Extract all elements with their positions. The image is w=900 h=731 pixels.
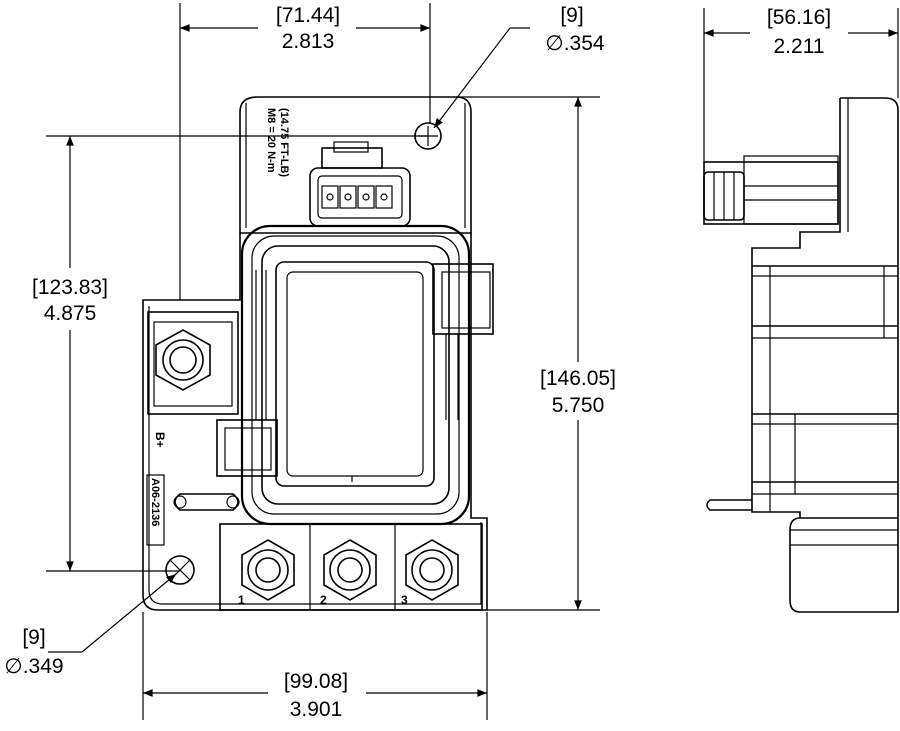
bus-link (173, 493, 240, 511)
dim-left-height: [123.83] 4.875 (32, 135, 428, 572)
dim-top-hole-mm: [9] (560, 4, 583, 27)
svg-text:(14.75 FT-LB): (14.75 FT-LB) (278, 108, 290, 177)
side-view (703, 97, 899, 613)
terminal-block: 1 2 3 (219, 523, 483, 611)
dim-side-depth-in: 2.211 (774, 35, 825, 58)
side-bus-link (706, 499, 752, 511)
dim-side-depth-mm: [56.16] (767, 6, 831, 29)
dim-bottom-hole-in: ∅.349 (4, 655, 63, 678)
dim-left-height-mm: [123.83] (32, 276, 108, 299)
bottom-mounting-hole (165, 555, 195, 585)
dim-top-width-in: 2.813 (282, 30, 335, 53)
terminal-2-label: 2 (320, 593, 327, 607)
left-latch (216, 270, 278, 477)
terminal-3-nut (405, 539, 459, 601)
dim-top-width-mm: [71.44] (276, 4, 340, 27)
dim-right-height-in: 5.750 (552, 394, 605, 417)
terminal-1-nut (241, 539, 295, 601)
part-number-label: A06-2136 (149, 478, 161, 526)
terminal-1-label: 1 (238, 593, 245, 607)
connector-plug (309, 141, 411, 227)
dim-top-hole-in: ∅.354 (545, 32, 604, 55)
svg-text:M8 = 20 N-m: M8 = 20 N-m (265, 108, 277, 173)
dim-right-height: [146.05] 5.750 (456, 96, 616, 611)
dim-bottom-width: [99.08] 3.901 (142, 612, 488, 721)
terminal-3-label: 3 (401, 593, 408, 607)
dim-bottom-hole: [9] ∅.349 (4, 573, 177, 678)
b-plus-stud (147, 311, 239, 415)
dim-bottom-hole-mm: [9] (22, 626, 45, 649)
dim-left-height-in: 4.875 (44, 302, 97, 325)
side-body-outline (789, 97, 899, 613)
b-plus-label: B+ (153, 432, 167, 448)
front-view: M8 = 20 N-m (14.75 FT-LB) (142, 96, 494, 611)
front-base-outline (142, 233, 488, 611)
dim-bottom-width-in: 3.901 (290, 698, 343, 721)
dim-side-depth: [56.16] 2.211 (703, 6, 899, 162)
dim-right-height-mm: [146.05] (540, 367, 616, 390)
dim-top-width: [71.44] 2.813 (179, 3, 431, 300)
torque-label: M8 = 20 N-m (14.75 FT-LB) (265, 108, 290, 177)
side-connector (703, 155, 839, 225)
fuse-cover (240, 224, 471, 526)
dim-bottom-width-mm: [99.08] (284, 670, 348, 693)
right-latch (432, 263, 494, 420)
terminal-2-nut (323, 539, 377, 601)
dim-top-hole: [9] ∅.354 (433, 4, 605, 129)
